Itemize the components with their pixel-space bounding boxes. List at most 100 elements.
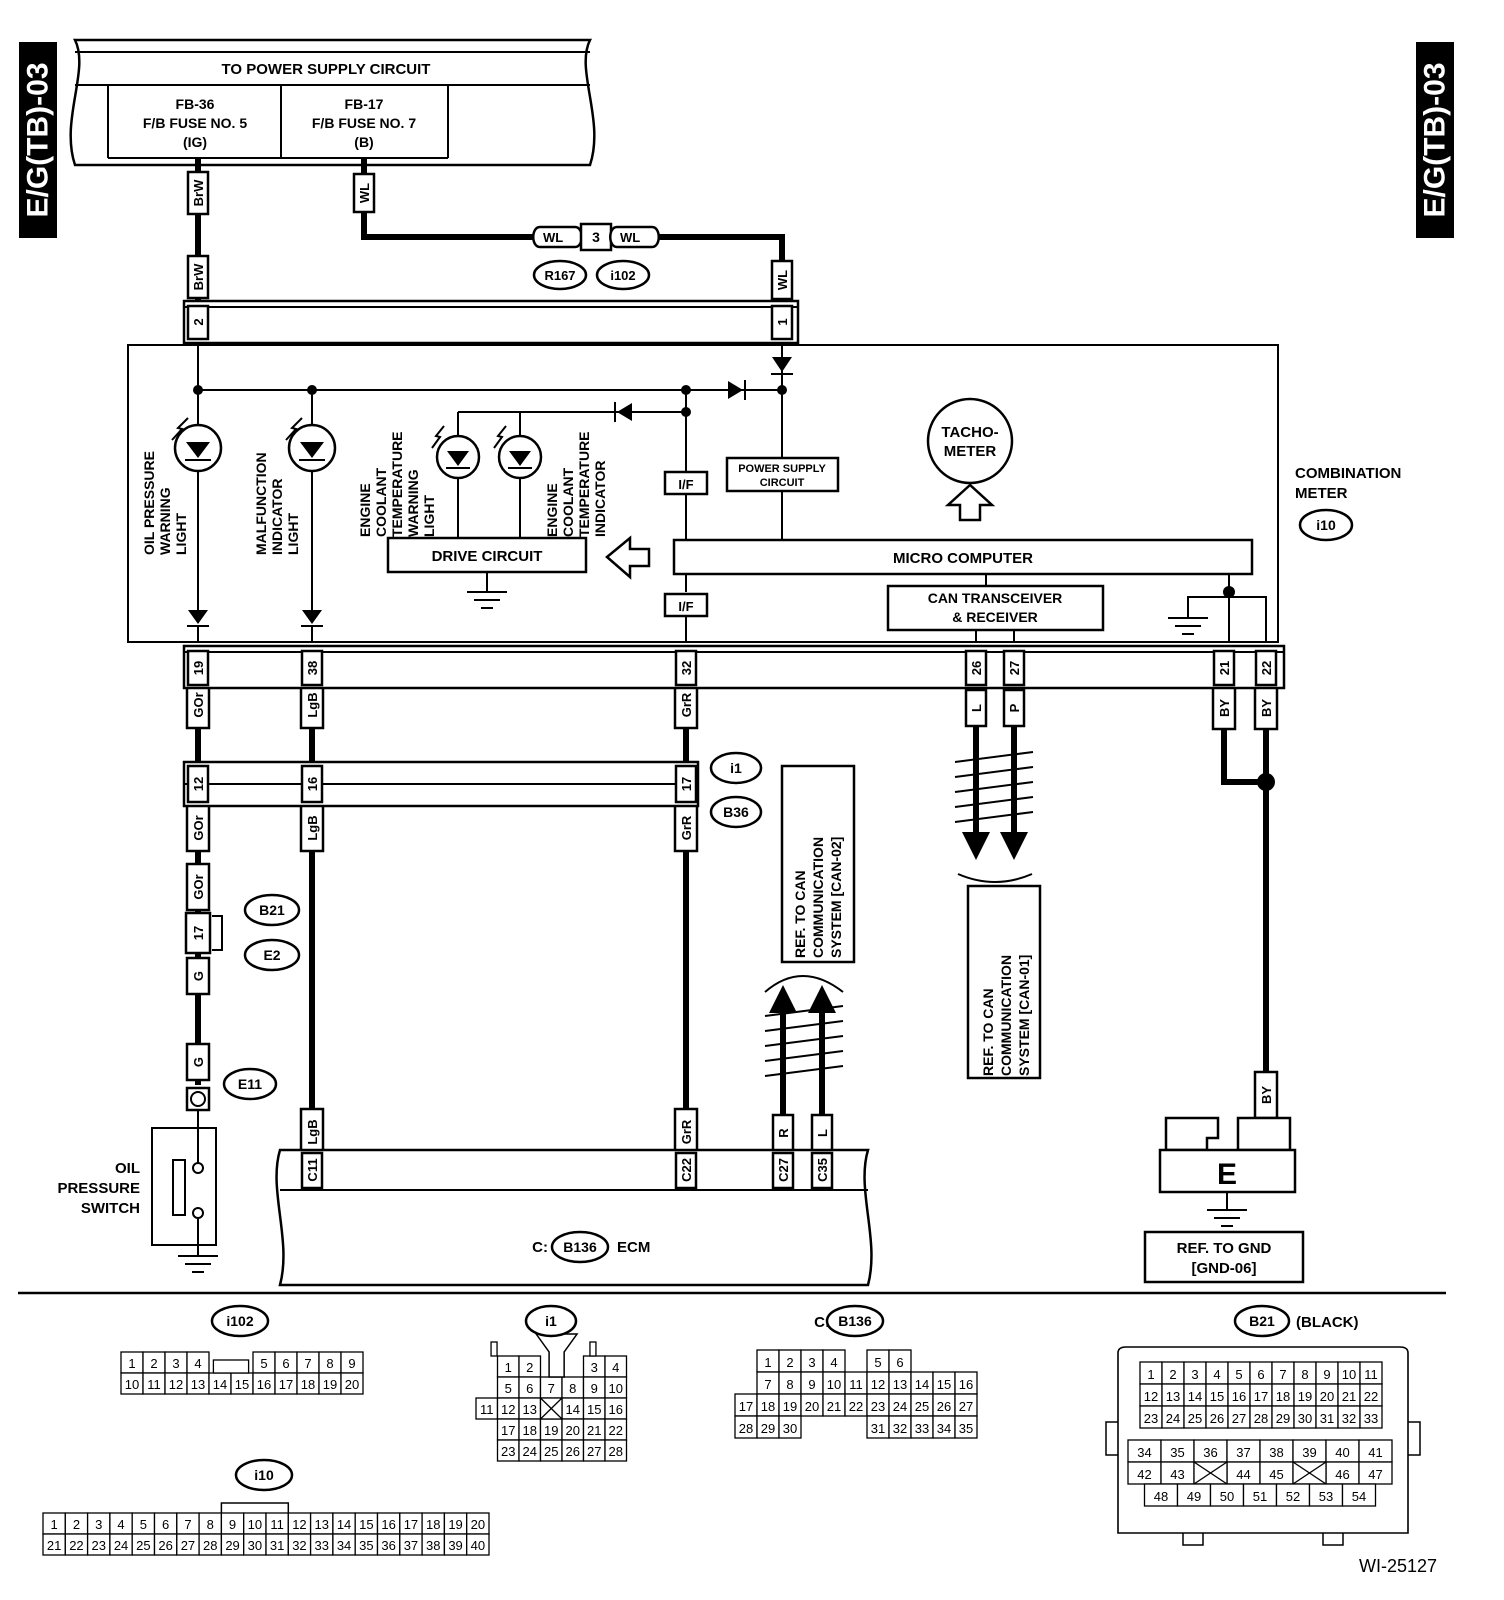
connector-pin-label: 21 <box>1342 1389 1356 1404</box>
connector-pin-label: 10 <box>1342 1367 1356 1382</box>
connector-pin-label: 46 <box>1335 1467 1349 1482</box>
connector-pin-label: 39 <box>448 1538 462 1553</box>
connector-key <box>220 1502 290 1513</box>
svg-text:GOr: GOr <box>191 692 206 717</box>
meter-pin-26: 26 <box>969 661 984 675</box>
connector-pin-label: 8 <box>786 1377 793 1392</box>
connector-pin-label: 11 <box>1364 1367 1378 1382</box>
meter-pin-38: 38 <box>305 661 320 675</box>
connector-pin-label: 7 <box>548 1381 555 1396</box>
connector-pin-label: 9 <box>808 1377 815 1392</box>
connector-b36: B36 <box>723 804 749 820</box>
connector-pin-label: 24 <box>523 1444 537 1459</box>
connector-pin-label: 11 <box>270 1517 284 1532</box>
meter-pin-27: 27 <box>1007 661 1022 675</box>
connector-pin-label: 10 <box>125 1377 139 1392</box>
oil-lamp-line3: LIGHT <box>173 513 189 555</box>
connector-r167: R167 <box>544 268 575 283</box>
connector-pin-label: 13 <box>315 1517 329 1532</box>
i1-title: i1 <box>545 1313 557 1329</box>
connector-pin-label: 18 <box>761 1399 775 1414</box>
connector-pin-label: 36 <box>381 1538 395 1553</box>
connector-pin-label: 14 <box>566 1402 580 1417</box>
connector-pin-label: 16 <box>959 1377 973 1392</box>
svg-text:P: P <box>1007 703 1022 712</box>
svg-text:G: G <box>191 971 206 981</box>
wire-label-g-1: G <box>185 956 211 996</box>
drive-circuit: DRIVE CIRCUIT <box>432 548 543 565</box>
fuse2-line1: FB-17 <box>345 96 384 112</box>
ect-warn-line3: TEMPERATURE <box>389 431 405 537</box>
wire-label-lgb-2: LgB <box>299 803 325 853</box>
can01-line3: SYSTEM [CAN-01] <box>1016 955 1032 1076</box>
connector-pin-label: 45 <box>1269 1467 1283 1482</box>
connector-blank-mark <box>1193 1461 1228 1485</box>
connector-foot <box>1322 1533 1344 1546</box>
connector-pin-label: 35 <box>1170 1445 1184 1460</box>
wire-label-grr-1: GrR <box>673 680 699 730</box>
connector-pin-label: 1 <box>128 1356 135 1371</box>
connector-pin-label: 49 <box>1187 1489 1201 1504</box>
svg-text:LgB: LgB <box>305 692 320 717</box>
wire-label-gor-3: GOr <box>185 862 211 912</box>
svg-text:LgB: LgB <box>305 815 320 840</box>
connector-pin-label: 13 <box>1166 1389 1180 1404</box>
connector-pin-label: 12 <box>871 1377 885 1392</box>
connector-pin-label: 26 <box>158 1538 172 1553</box>
connector-pin-label: 35 <box>359 1538 373 1553</box>
connector-pin-label: 2 <box>786 1355 793 1370</box>
connector-pin-label: 6 <box>896 1355 903 1370</box>
connector-pin-label: 13 <box>191 1377 205 1392</box>
ect-warn-line2: COOLANT <box>373 467 389 537</box>
combination-meter-label-1: COMBINATION <box>1295 465 1401 482</box>
connector-pin-label: 4 <box>612 1360 619 1375</box>
connector-pin-label: 25 <box>915 1399 929 1414</box>
connector-pin-label: 27 <box>1232 1411 1246 1426</box>
connector-pin-label: 5 <box>1235 1367 1242 1382</box>
b136-title: B136 <box>838 1313 872 1329</box>
connector-pin-label: 23 <box>871 1399 885 1414</box>
connector-pin-label: 31 <box>270 1538 284 1553</box>
connector-pin-label: 30 <box>783 1421 797 1436</box>
ecm-connector: B136 <box>563 1239 597 1255</box>
connector-pin-label: 13 <box>893 1377 907 1392</box>
connector-pin-label: 6 <box>282 1356 289 1371</box>
fuse1-line2: F/B FUSE NO. 5 <box>143 115 247 131</box>
ect-ind-line1: ENGINE <box>544 483 560 537</box>
ecm: C11 C22 C27 C35 C: B136 ECM <box>275 1148 873 1287</box>
connector-pin-label: 30 <box>1298 1411 1312 1426</box>
svg-text:GOr: GOr <box>191 874 206 899</box>
wire-label-by-21: BY <box>1211 685 1237 731</box>
connector-pin-label: 9 <box>591 1381 598 1396</box>
wire-label-lgb-3: LgB <box>299 1107 325 1157</box>
ecm-prefix: C: <box>532 1239 548 1256</box>
connector-pin-label: 1 <box>764 1355 771 1370</box>
side-tab-left: E/G(TB)-03 <box>19 42 57 238</box>
i102-title-badge <box>210 1304 270 1338</box>
connector-pin-label: 23 <box>501 1444 515 1459</box>
can-transceiver-line1: CAN TRANSCEIVER <box>928 590 1063 606</box>
psc-line2: CIRCUIT <box>760 477 805 489</box>
connector-pin-label: 9 <box>348 1356 355 1371</box>
wire-label-r: R <box>771 1113 795 1153</box>
connector-pin-label: 6 <box>526 1381 533 1396</box>
connector-pin-label: 33 <box>1364 1411 1378 1426</box>
connector-pin-label: 39 <box>1302 1445 1316 1460</box>
mil-lamp-line3: LIGHT <box>285 513 301 555</box>
connector-pin-label: 21 <box>827 1399 841 1414</box>
connector-pin-label: 5 <box>874 1355 881 1370</box>
connector-pin-label: 14 <box>915 1377 929 1392</box>
wire-label-brw: BrW <box>186 254 210 300</box>
b21-title-note: (BLACK) <box>1296 1314 1358 1331</box>
connector-pin-label: 2 <box>1169 1367 1176 1382</box>
wire-label-grr-3: GrR <box>673 1107 699 1157</box>
connector-pin-label: 31 <box>871 1421 885 1436</box>
connector-pin-label: 23 <box>92 1538 106 1553</box>
connector-pin-label: 4 <box>117 1517 124 1532</box>
connector-pin-cell <box>340 1372 364 1395</box>
connector-pin-label: 52 <box>1286 1489 1300 1504</box>
connector-pin-label: 17 <box>739 1399 753 1414</box>
can01-line1: REF. TO CAN <box>980 988 996 1076</box>
connector-pin-label: 24 <box>114 1538 128 1553</box>
